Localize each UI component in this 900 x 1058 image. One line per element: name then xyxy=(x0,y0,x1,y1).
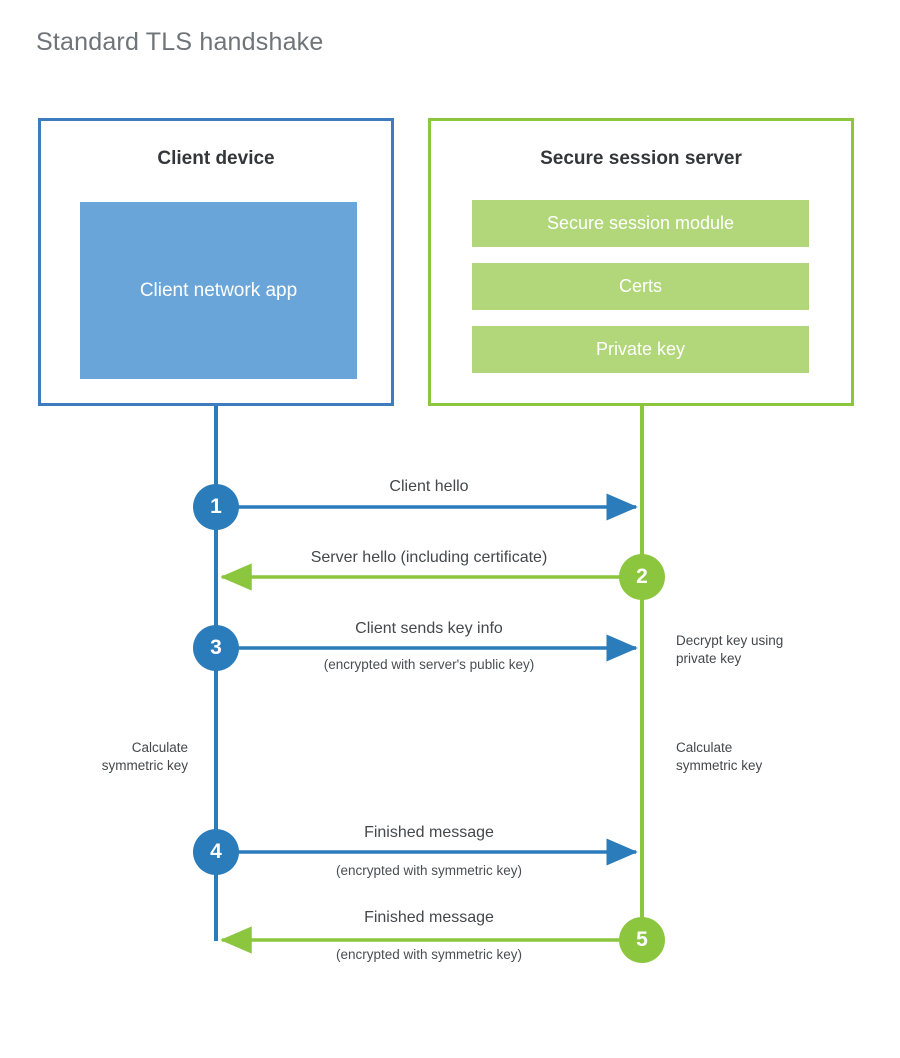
secure-session-server-box: Secure session server Secure session mod… xyxy=(428,118,854,406)
note-server-decrypt-key: Decrypt key using private key xyxy=(676,632,866,668)
step-number-3[interactable]: 3 xyxy=(193,625,239,671)
page-title: Standard TLS handshake xyxy=(36,28,324,56)
note-client-calculate-symmetric-key-line1: Calculate xyxy=(131,740,188,755)
secure-session-server-title: Secure session server xyxy=(540,148,742,169)
note-server-calculate-symmetric-key-line1: Calculate xyxy=(676,740,733,755)
server-component-list: Secure session module Certs Private key xyxy=(472,200,809,373)
step-number-4[interactable]: 4 xyxy=(193,829,239,875)
step-4-sublabel: (encrypted with symmetric key) xyxy=(335,863,523,878)
step-2-label: Server hello (including certificate) xyxy=(310,549,548,566)
note-server-calculate-symmetric-key: Calculate symmetric key xyxy=(676,739,866,775)
note-server-calculate-symmetric-key-line2: symmetric key xyxy=(676,758,763,774)
step-3-sublabel: (encrypted with server's public key) xyxy=(323,657,535,672)
note-client-calculate-symmetric-key-line2: symmetric key xyxy=(101,758,188,774)
step-3-label: Client sends key info xyxy=(355,620,503,637)
client-network-app-block: Client network app xyxy=(80,202,357,379)
step-number-1[interactable]: 1 xyxy=(193,484,239,530)
server-component-private-key: Private key xyxy=(472,326,809,373)
server-component-secure-session-module: Secure session module xyxy=(472,200,809,247)
step-5-label: Finished message xyxy=(364,909,494,926)
server-component-certs: Certs xyxy=(472,263,809,310)
step-number-2[interactable]: 2 xyxy=(619,554,665,600)
step-4-label: Finished message xyxy=(364,824,494,841)
step-1-label: Client hello xyxy=(389,478,469,495)
step-5-sublabel: (encrypted with symmetric key) xyxy=(335,947,523,962)
note-server-decrypt-key-line2: private key xyxy=(676,651,742,667)
step-number-5[interactable]: 5 xyxy=(619,917,665,963)
client-device-box: Client device Client network app xyxy=(38,118,394,406)
note-server-decrypt-key-line1: Decrypt key using xyxy=(676,633,784,648)
note-client-calculate-symmetric-key: Calculate symmetric key xyxy=(0,739,188,775)
client-device-title: Client device xyxy=(157,148,275,169)
